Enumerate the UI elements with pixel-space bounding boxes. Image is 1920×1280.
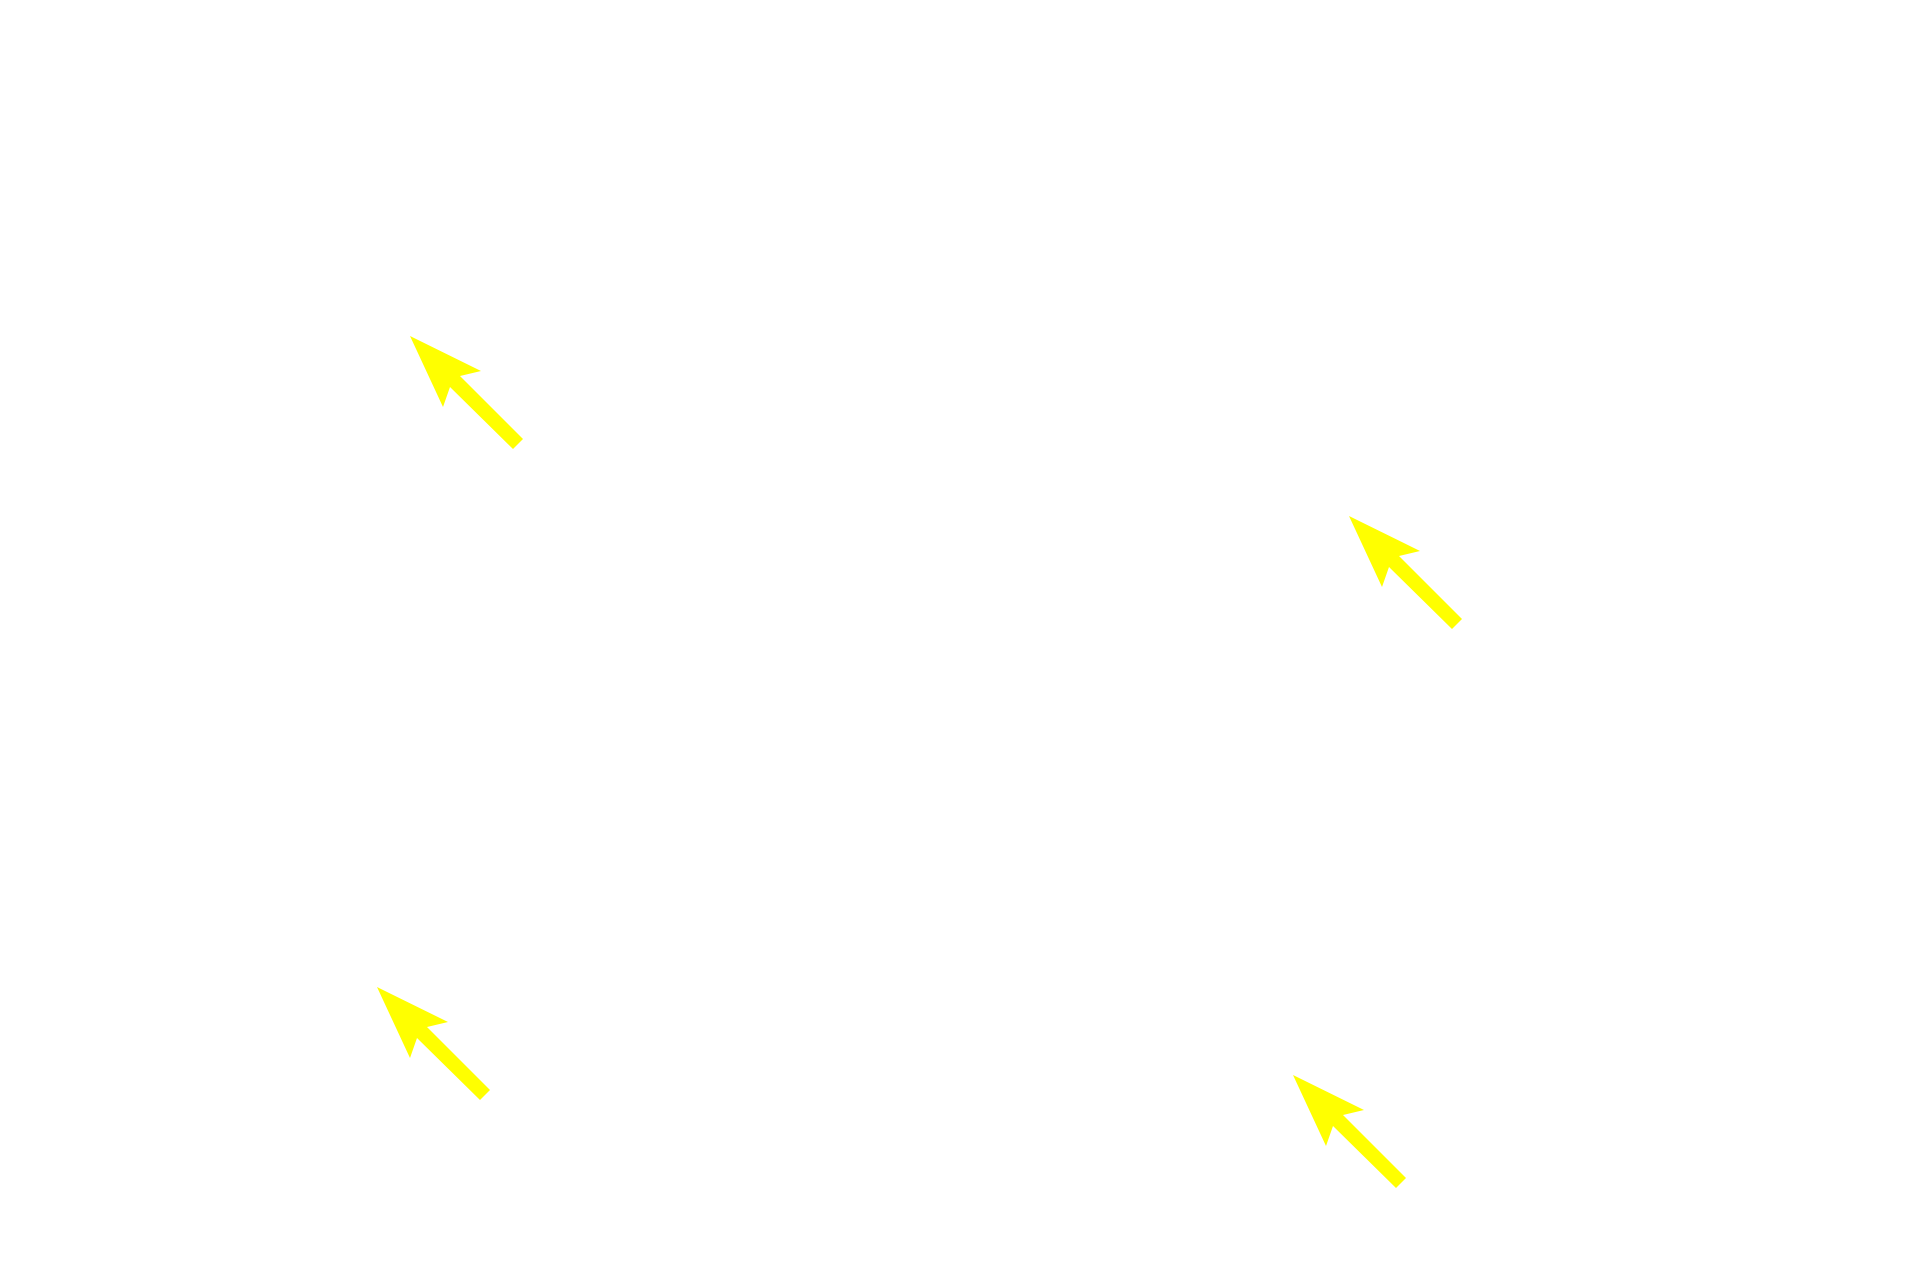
arrow-4-icon xyxy=(1293,1075,1406,1188)
arrow-1-icon xyxy=(410,336,523,449)
arrow-3-icon xyxy=(377,987,490,1100)
arrow-2-icon xyxy=(1349,516,1462,629)
